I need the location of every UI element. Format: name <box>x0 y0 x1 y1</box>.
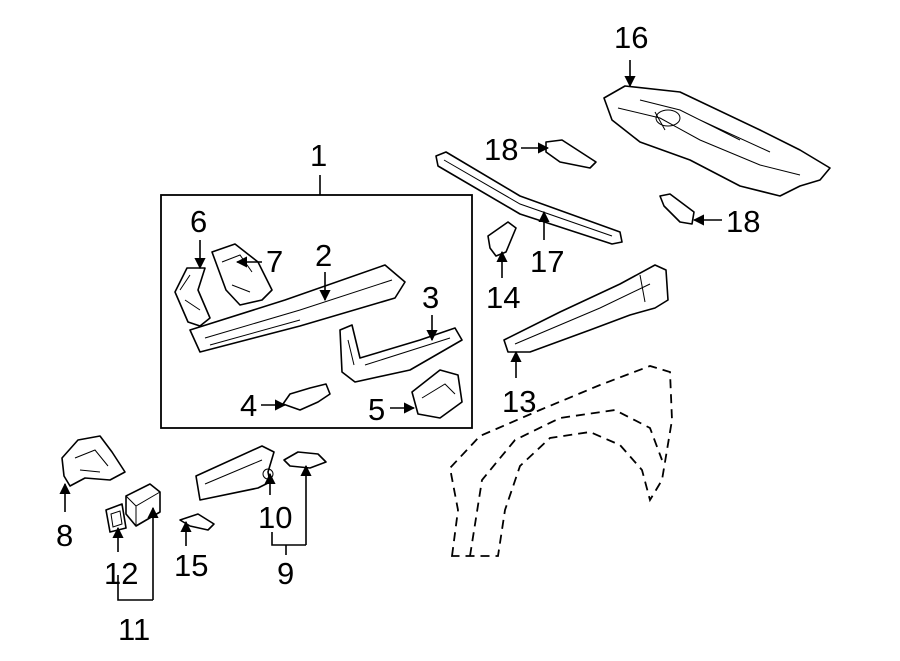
part-10-rail <box>195 445 275 501</box>
callout-11: 11 <box>118 612 150 647</box>
callout-8: 8 <box>56 518 73 553</box>
part-14-bracket <box>487 221 517 257</box>
part-13-rail <box>503 264 669 353</box>
part-16-dash-panel <box>603 85 831 197</box>
callout-18-bottom: 18 <box>726 204 760 239</box>
part-7-reinforcement <box>211 243 273 306</box>
part-18-bracket-bottom <box>659 193 695 225</box>
callout-12: 12 <box>104 556 138 591</box>
assembly-box <box>160 194 473 429</box>
callout-17: 17 <box>530 244 564 279</box>
callout-7: 7 <box>266 244 283 279</box>
callout-18-top: 18 <box>484 132 518 167</box>
part-15-clip <box>179 513 215 531</box>
part-11-box <box>125 483 161 527</box>
part-9-bracket <box>283 451 327 469</box>
callout-1: 1 <box>310 138 327 173</box>
part-5-mount <box>411 369 463 419</box>
part-2-side-rail <box>189 264 406 353</box>
callout-5: 5 <box>368 392 385 427</box>
part-12-plate <box>105 503 127 533</box>
callout-10: 10 <box>258 500 292 535</box>
callout-14: 14 <box>486 280 520 315</box>
callout-15: 15 <box>174 548 208 583</box>
part-8-apron <box>61 435 126 487</box>
callout-9: 9 <box>277 556 294 591</box>
part-6-bracket <box>174 267 211 327</box>
part-4-bracket <box>282 383 331 411</box>
callout-2: 2 <box>315 238 332 273</box>
leader-lines <box>59 60 722 601</box>
callout-13: 13 <box>502 384 536 419</box>
callout-6: 6 <box>190 204 207 239</box>
callout-3: 3 <box>422 280 439 315</box>
callout-16: 16 <box>614 20 648 55</box>
callout-4: 4 <box>240 388 257 423</box>
part-17-bar <box>435 151 623 245</box>
fender-outline <box>449 365 673 557</box>
part-18-bracket-top <box>545 139 597 169</box>
